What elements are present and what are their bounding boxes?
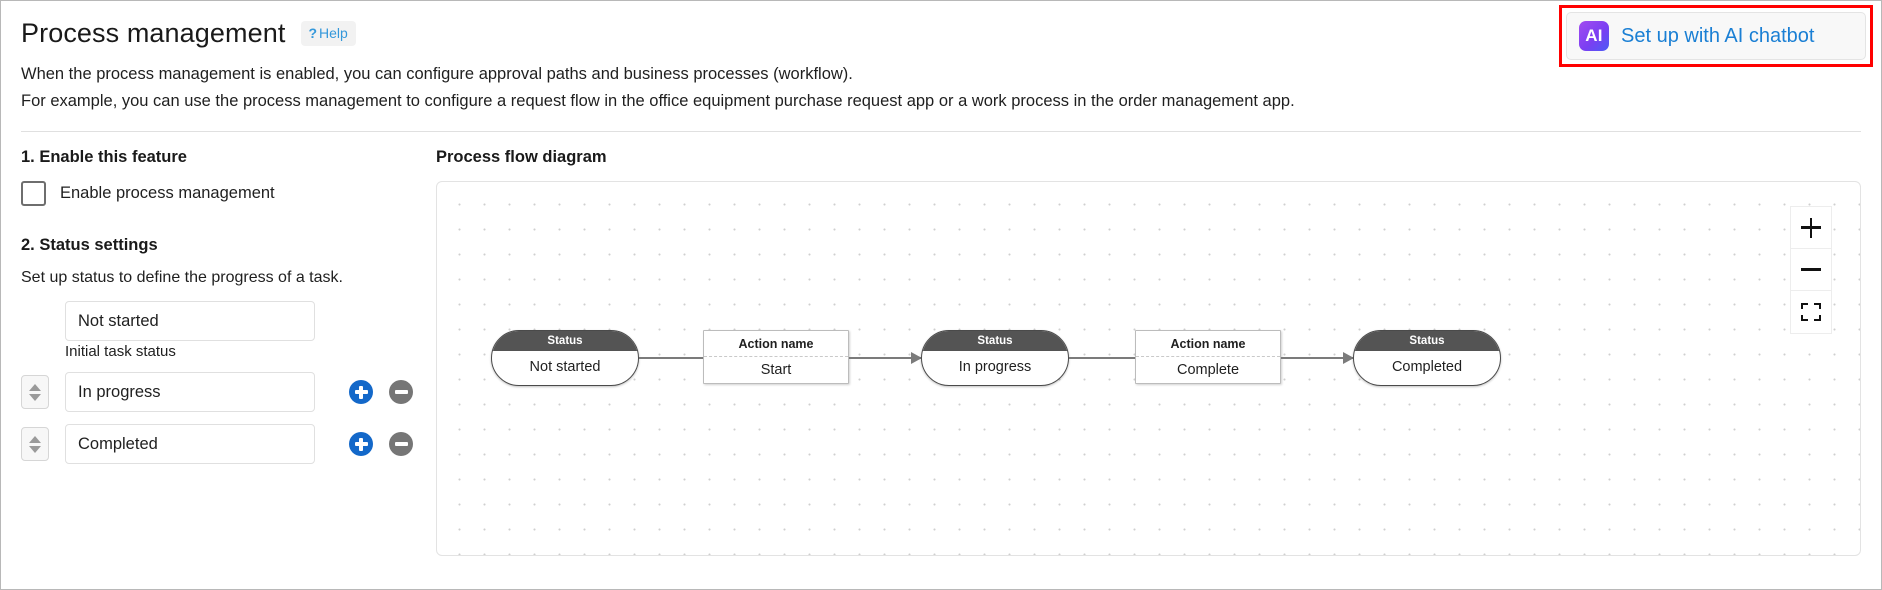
process-flow-diagram-title: Process flow diagram <box>436 148 607 166</box>
chevron-up-icon <box>29 383 41 391</box>
remove-status-button[interactable] <box>389 380 413 404</box>
zoom-in-button[interactable] <box>1791 207 1831 249</box>
remove-status-button[interactable] <box>389 432 413 456</box>
flow-node-action-start[interactable]: Action name Start <box>703 330 849 384</box>
fullscreen-icon <box>1801 303 1821 321</box>
chevron-up-icon <box>29 435 41 443</box>
reorder-handle-slot <box>21 375 55 409</box>
set-up-with-ai-chatbot-button[interactable]: AI Set up with AI chatbot <box>1566 12 1866 60</box>
flow-node-action-complete[interactable]: Action name Complete <box>1135 330 1281 384</box>
flow-node-header: Action name <box>704 331 848 357</box>
initial-status-sub-label: Initial task status <box>65 343 176 360</box>
add-status-button[interactable] <box>349 432 373 456</box>
status-input[interactable] <box>65 424 315 464</box>
status-input[interactable] <box>65 372 315 412</box>
flow-edge <box>1281 352 1354 364</box>
enable-process-management-checkbox[interactable] <box>21 181 46 206</box>
flow-node-label: Start <box>760 362 792 378</box>
flow-graph: Status Not started Action name Start Sta… <box>437 182 1860 555</box>
add-status-button[interactable] <box>349 380 373 404</box>
reorder-handle-slot <box>21 427 55 461</box>
title-row: Process management ? Help <box>21 11 1861 55</box>
flow-edge <box>1069 357 1135 359</box>
description-line-2: For example, you can use the process man… <box>21 92 1295 110</box>
ai-chatbot-highlight: AI Set up with AI chatbot <box>1559 5 1873 67</box>
flow-node-status-completed[interactable]: Status Completed <box>1353 330 1501 386</box>
question-mark-icon: ? <box>308 24 317 41</box>
settings-column: 1. Enable this feature Enable process ma… <box>21 148 436 556</box>
reorder-handle-icon[interactable] <box>21 427 49 461</box>
initial-status-group <box>65 301 436 341</box>
flow-node-label: Complete <box>1176 362 1240 378</box>
section-status-settings-title: 2. Status settings <box>21 236 158 254</box>
enable-process-management-label: Enable process management <box>60 184 275 202</box>
status-settings-helper-text: Set up status to define the progress of … <box>21 269 343 286</box>
flow-node-status-not-started[interactable]: Status Not started <box>491 330 639 386</box>
page-header: Process management ? Help AI Set up with… <box>1 1 1881 115</box>
status-row <box>21 372 436 412</box>
flow-edge <box>849 352 922 364</box>
minus-icon <box>1801 268 1821 271</box>
section-enable-feature-title: 1. Enable this feature <box>21 148 187 166</box>
status-row <box>21 424 436 464</box>
flow-node-header: Status <box>492 331 638 351</box>
minus-icon <box>394 442 408 446</box>
diagram-zoom-controls <box>1790 206 1832 334</box>
plus-icon-vertical <box>359 437 363 451</box>
initial-status-input[interactable] <box>65 301 315 341</box>
minus-icon <box>394 390 408 394</box>
plus-icon-vertical <box>359 385 363 399</box>
help-label: Help <box>319 24 348 41</box>
chevron-down-icon <box>29 445 41 453</box>
flow-node-label: Not started <box>529 359 601 375</box>
flow-node-header: Action name <box>1136 331 1280 357</box>
flow-node-label: In progress <box>958 359 1032 375</box>
zoom-out-button[interactable] <box>1791 249 1831 291</box>
page-title: Process management <box>21 17 286 48</box>
diagram-canvas[interactable]: Status Not started Action name Start Sta… <box>436 181 1861 556</box>
ai-chatbot-label: Set up with AI chatbot <box>1621 24 1815 47</box>
content-area: 1. Enable this feature Enable process ma… <box>1 148 1881 556</box>
help-link[interactable]: ? Help <box>301 20 356 46</box>
process-flow-diagram: Status Not started Action name Start Sta… <box>436 181 1861 556</box>
diagram-column: Process flow diagram <box>436 148 1861 556</box>
header-divider <box>21 131 1861 132</box>
reorder-handle-icon[interactable] <box>21 375 49 409</box>
ai-icon: AI <box>1579 21 1609 51</box>
enable-process-management-row[interactable]: Enable process management <box>21 181 436 206</box>
description-line-1: When the process management is enabled, … <box>21 65 853 83</box>
fit-to-screen-button[interactable] <box>1791 291 1831 333</box>
page-description: When the process management is enabled, … <box>21 61 1861 115</box>
flow-edge <box>639 357 703 359</box>
flow-node-label: Completed <box>1391 359 1463 375</box>
flow-node-header: Status <box>922 331 1068 351</box>
plus-icon-vertical <box>1809 217 1813 238</box>
flow-node-header: Status <box>1354 331 1500 351</box>
chevron-down-icon <box>29 393 41 401</box>
flow-node-status-in-progress[interactable]: Status In progress <box>921 330 1069 386</box>
